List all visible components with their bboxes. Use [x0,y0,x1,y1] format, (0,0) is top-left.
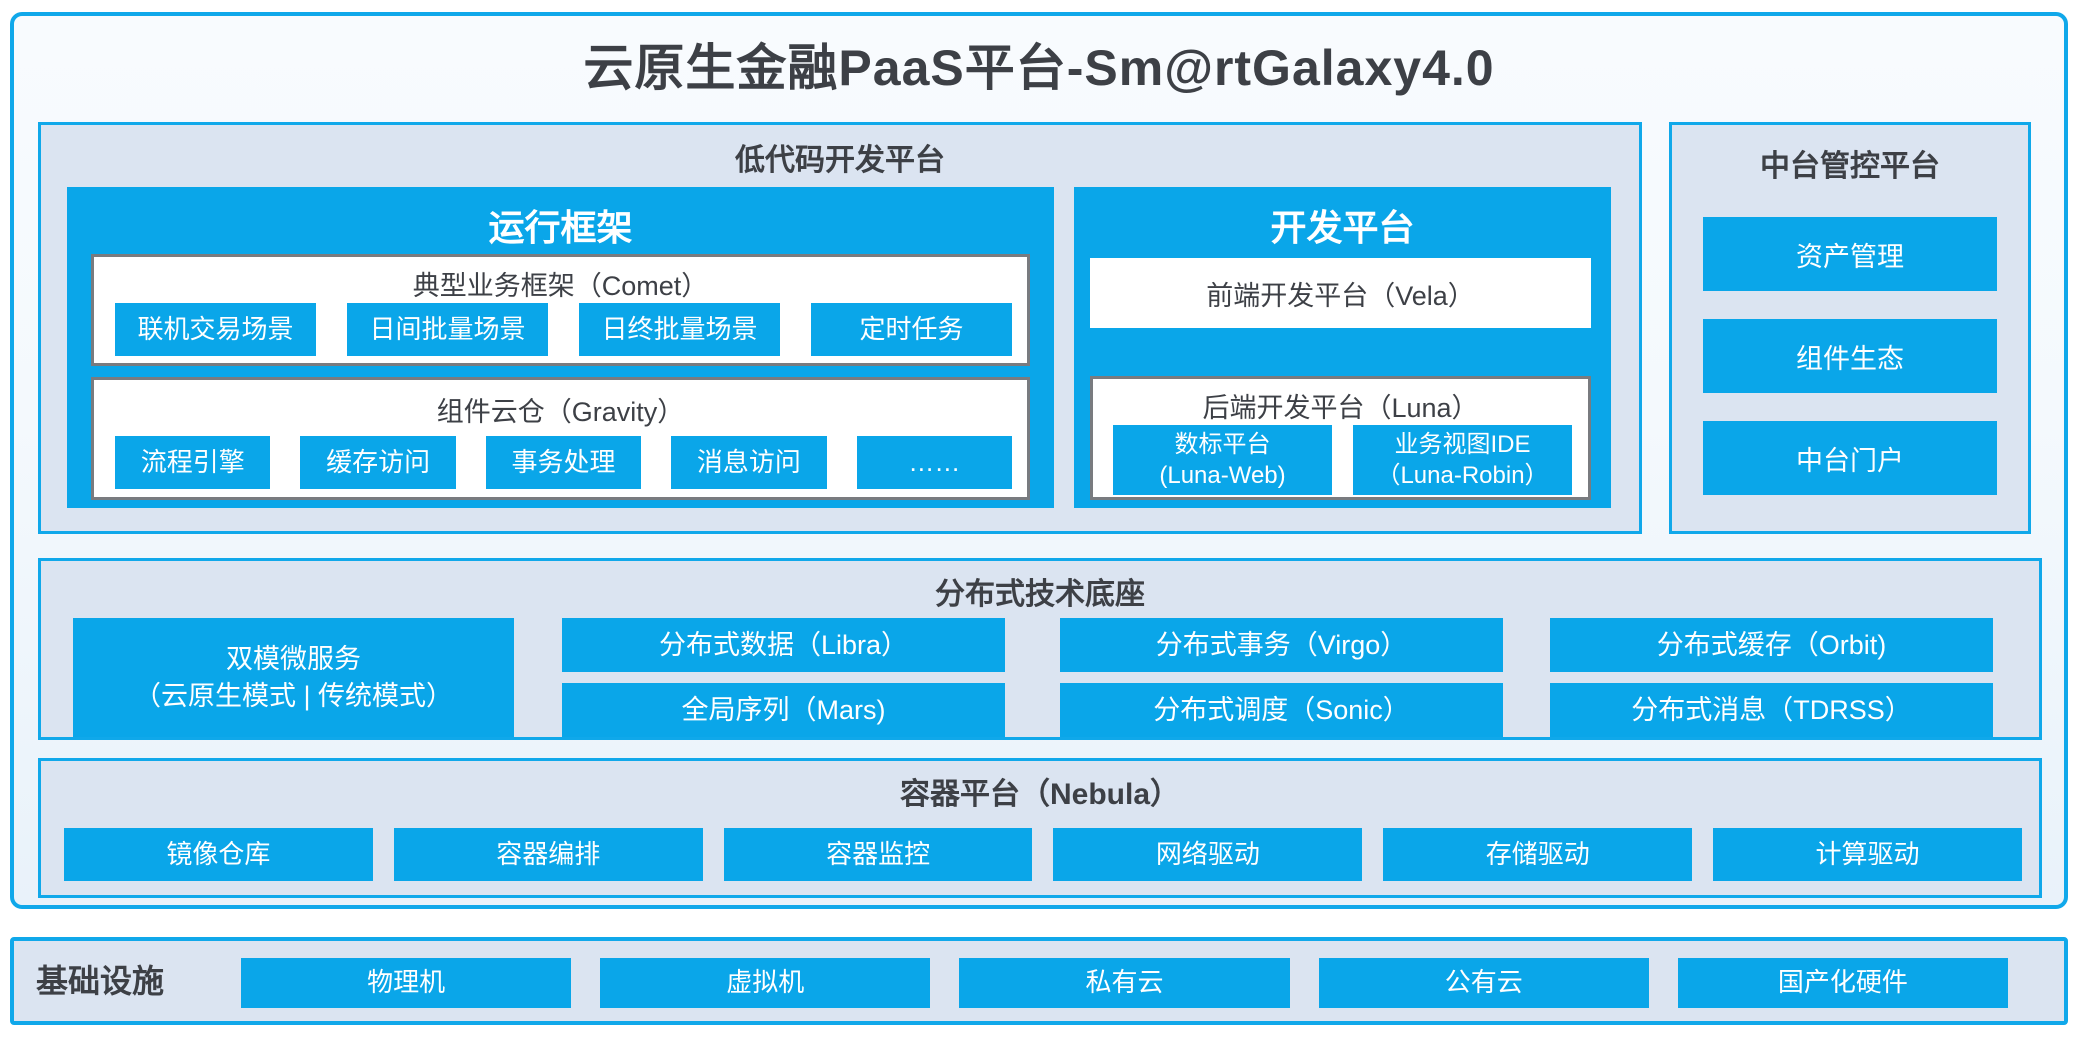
btn-midplatform-portal: 中台门户 [1703,421,1997,495]
chip-virtual-machine: 虚拟机 [600,958,931,1008]
chip-luna-web: 数标平台 (Luna-Web) [1113,425,1332,495]
cell-distributed-data-libra: 分布式数据（Libra） [562,618,1005,672]
page-title: 云原生金融PaaS平台-Sm@rtGalaxy4.0 [583,40,1495,96]
midplatform-panel: 中台管控平台 资产管理 组件生态 中台门户 [1669,122,2031,534]
runtime-framework-panel: 运行框架 典型业务框架（Comet） 联机交易场景 日间批量场景 日终批量场景 … [67,187,1054,508]
chip-process-engine: 流程引擎 [115,436,271,489]
chip-luna-robin-line2: （Luna-Robin） [1376,462,1549,489]
chip-compute-driver: 计算驱动 [1713,828,2022,881]
comet-framework-title: 典型业务框架（Comet） [412,271,709,301]
chip-public-cloud: 公有云 [1318,958,1649,1008]
comet-framework-box: 典型业务框架（Comet） 联机交易场景 日间批量场景 日终批量场景 定时任务 [91,254,1030,366]
vela-frontend-box: 前端开发平台（Vela） [1090,258,1591,328]
chip-scheduled-task: 定时任务 [811,303,1012,356]
dual-mode-line1: 双模微服务 [226,644,361,675]
chip-cache-access: 缓存访问 [300,436,456,489]
distributed-base-title: 分布式技术底座 [935,578,1145,611]
gravity-chip-row: 流程引擎 缓存访问 事务处理 消息访问 …… [115,436,1013,489]
chip-luna-robin: 业务视图IDE （Luna-Robin） [1353,425,1572,495]
cell-dual-mode-microservice: 双模微服务 （云原生模式 | 传统模式） [73,618,514,737]
chip-transaction-processing: 事务处理 [485,436,642,489]
gravity-warehouse-box: 组件云仓（Gravity） 流程引擎 缓存访问 事务处理 消息访问 …… [91,377,1030,500]
chip-luna-web-line2: (Luna-Web) [1159,462,1286,489]
infrastructure-row: 物理机 虚拟机 私有云 公有云 国产化硬件 [241,958,2009,1008]
comet-chip-row: 联机交易场景 日间批量场景 日终批量场景 定时任务 [115,303,1012,356]
chip-container-monitoring: 容器监控 [723,828,1033,881]
dual-mode-line2: （云原生模式 | 传统模式） [133,680,454,711]
dev-platform-title: 开发平台 [1270,207,1415,248]
btn-asset-management: 资产管理 [1703,217,1997,291]
container-platform-panel: 容器平台（Nebula） 镜像仓库 容器编排 容器监控 网络驱动 存储驱动 计算… [38,758,2042,898]
dev-platform-panel: 开发平台 前端开发平台（Vela） 后端开发平台（Luna） 数标平台 (Lun… [1074,187,1611,508]
luna-backend-title: 后端开发平台（Luna） [1202,393,1479,423]
infrastructure-title: 基础设施 [36,963,165,999]
lowcode-platform-title: 低代码开发平台 [735,144,945,177]
gravity-warehouse-title: 组件云仓（Gravity） [436,397,685,427]
container-platform-title: 容器平台（Nebula） [899,778,1181,811]
chip-private-cloud: 私有云 [959,958,1290,1008]
midplatform-button-column: 资产管理 组件生态 中台门户 [1703,217,1997,495]
luna-backend-box: 后端开发平台（Luna） 数标平台 (Luna-Web) 业务视图IDE （Lu… [1090,376,1591,500]
chip-endofday-batch: 日终批量场景 [579,303,780,356]
luna-chip-row: 数标平台 (Luna-Web) 业务视图IDE （Luna-Robin） [1113,425,1572,495]
midplatform-title: 中台管控平台 [1760,150,1940,183]
cell-global-sequence-mars: 全局序列（Mars) [562,683,1005,737]
cell-distributed-cache-orbit: 分布式缓存（Orbit) [1550,618,1993,672]
cell-distributed-transaction-virgo: 分布式事务（Virgo） [1060,618,1503,672]
chip-daytime-batch: 日间批量场景 [347,303,548,356]
lowcode-platform-panel: 低代码开发平台 运行框架 典型业务框架（Comet） 联机交易场景 日间批量场景… [38,122,1642,534]
chip-storage-driver: 存储驱动 [1383,828,1693,881]
runtime-framework-title: 运行框架 [488,207,633,248]
chip-image-repository: 镜像仓库 [64,828,373,881]
chip-ellipsis: …… [856,436,1013,489]
chip-physical-machine: 物理机 [241,958,572,1008]
distributed-base-panel: 分布式技术底座 双模微服务 （云原生模式 | 传统模式） 分布式数据（Libra… [38,558,2042,740]
infrastructure-panel: 基础设施 物理机 虚拟机 私有云 公有云 国产化硬件 [10,937,2068,1025]
chip-message-access: 消息访问 [671,436,827,489]
chip-luna-web-line1: 数标平台 [1174,430,1271,458]
chip-luna-robin-line1: 业务视图IDE [1394,430,1531,458]
container-platform-row: 镜像仓库 容器编排 容器监控 网络驱动 存储驱动 计算驱动 [64,828,2022,881]
cell-distributed-scheduling-sonic: 分布式调度（Sonic） [1060,683,1503,737]
chip-network-driver: 网络驱动 [1053,828,1363,881]
chip-container-orchestration: 容器编排 [393,828,703,881]
chip-domestic-hardware: 国产化硬件 [1677,958,2009,1008]
chip-online-trade: 联机交易场景 [115,303,316,356]
btn-component-ecosystem: 组件生态 [1703,319,1997,393]
cell-distributed-message-tdrss: 分布式消息（TDRSS） [1550,683,1993,737]
